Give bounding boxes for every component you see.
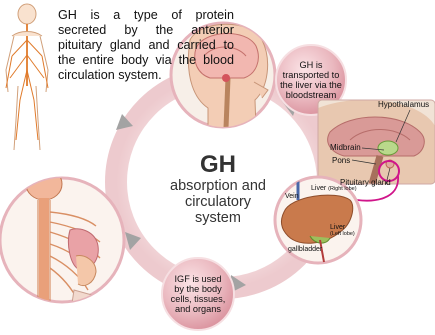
center-subtitle-line2: circulatory — [148, 194, 288, 210]
label-liver-right: Liver (Right lobe) — [311, 185, 357, 193]
igf-line: by the body — [165, 284, 231, 294]
igf-line: cells, tissues, — [165, 294, 231, 304]
brain-sagittal-view — [318, 100, 435, 184]
nervous-system-figure — [6, 4, 48, 150]
igf-line: IGF is used — [165, 274, 231, 284]
center-title: GH — [148, 152, 288, 178]
transport-line: transported to — [278, 70, 344, 80]
transport-line: GH is — [278, 60, 344, 70]
label-gallbladder: gallbladder — [288, 246, 322, 253]
label-liver-right-sub: (Right lobe) — [328, 186, 356, 192]
label-vein: Vein — [285, 193, 299, 200]
igf-bubble-text: IGF is used by the body cells, tissues, … — [165, 274, 231, 314]
label-liver-left-sub: (Left lobe) — [330, 231, 355, 238]
intro-paragraph: GH is a type of protein secreted by the … — [58, 8, 234, 83]
label-liver-right-name: Liver — [311, 185, 326, 192]
igf-line: and organs — [165, 304, 231, 314]
transport-line: the liver via the — [278, 80, 344, 90]
label-pons: Pons — [332, 156, 350, 165]
label-hypothalamus: Hypothalamus — [378, 100, 429, 109]
transport-bubble-text: GH is transported to the liver via the b… — [278, 60, 344, 100]
center-title-block: GH absorption and circulatory system — [148, 152, 288, 226]
label-liver-left-name: Liver — [330, 224, 355, 231]
center-subtitle-line3: system — [148, 210, 288, 226]
label-midbrain: Midbrain — [330, 143, 361, 152]
transport-line: bloodstream — [278, 90, 344, 100]
center-subtitle-line1: absorption and — [148, 178, 288, 194]
label-liver-left: Liver (Left lobe) — [330, 224, 355, 238]
